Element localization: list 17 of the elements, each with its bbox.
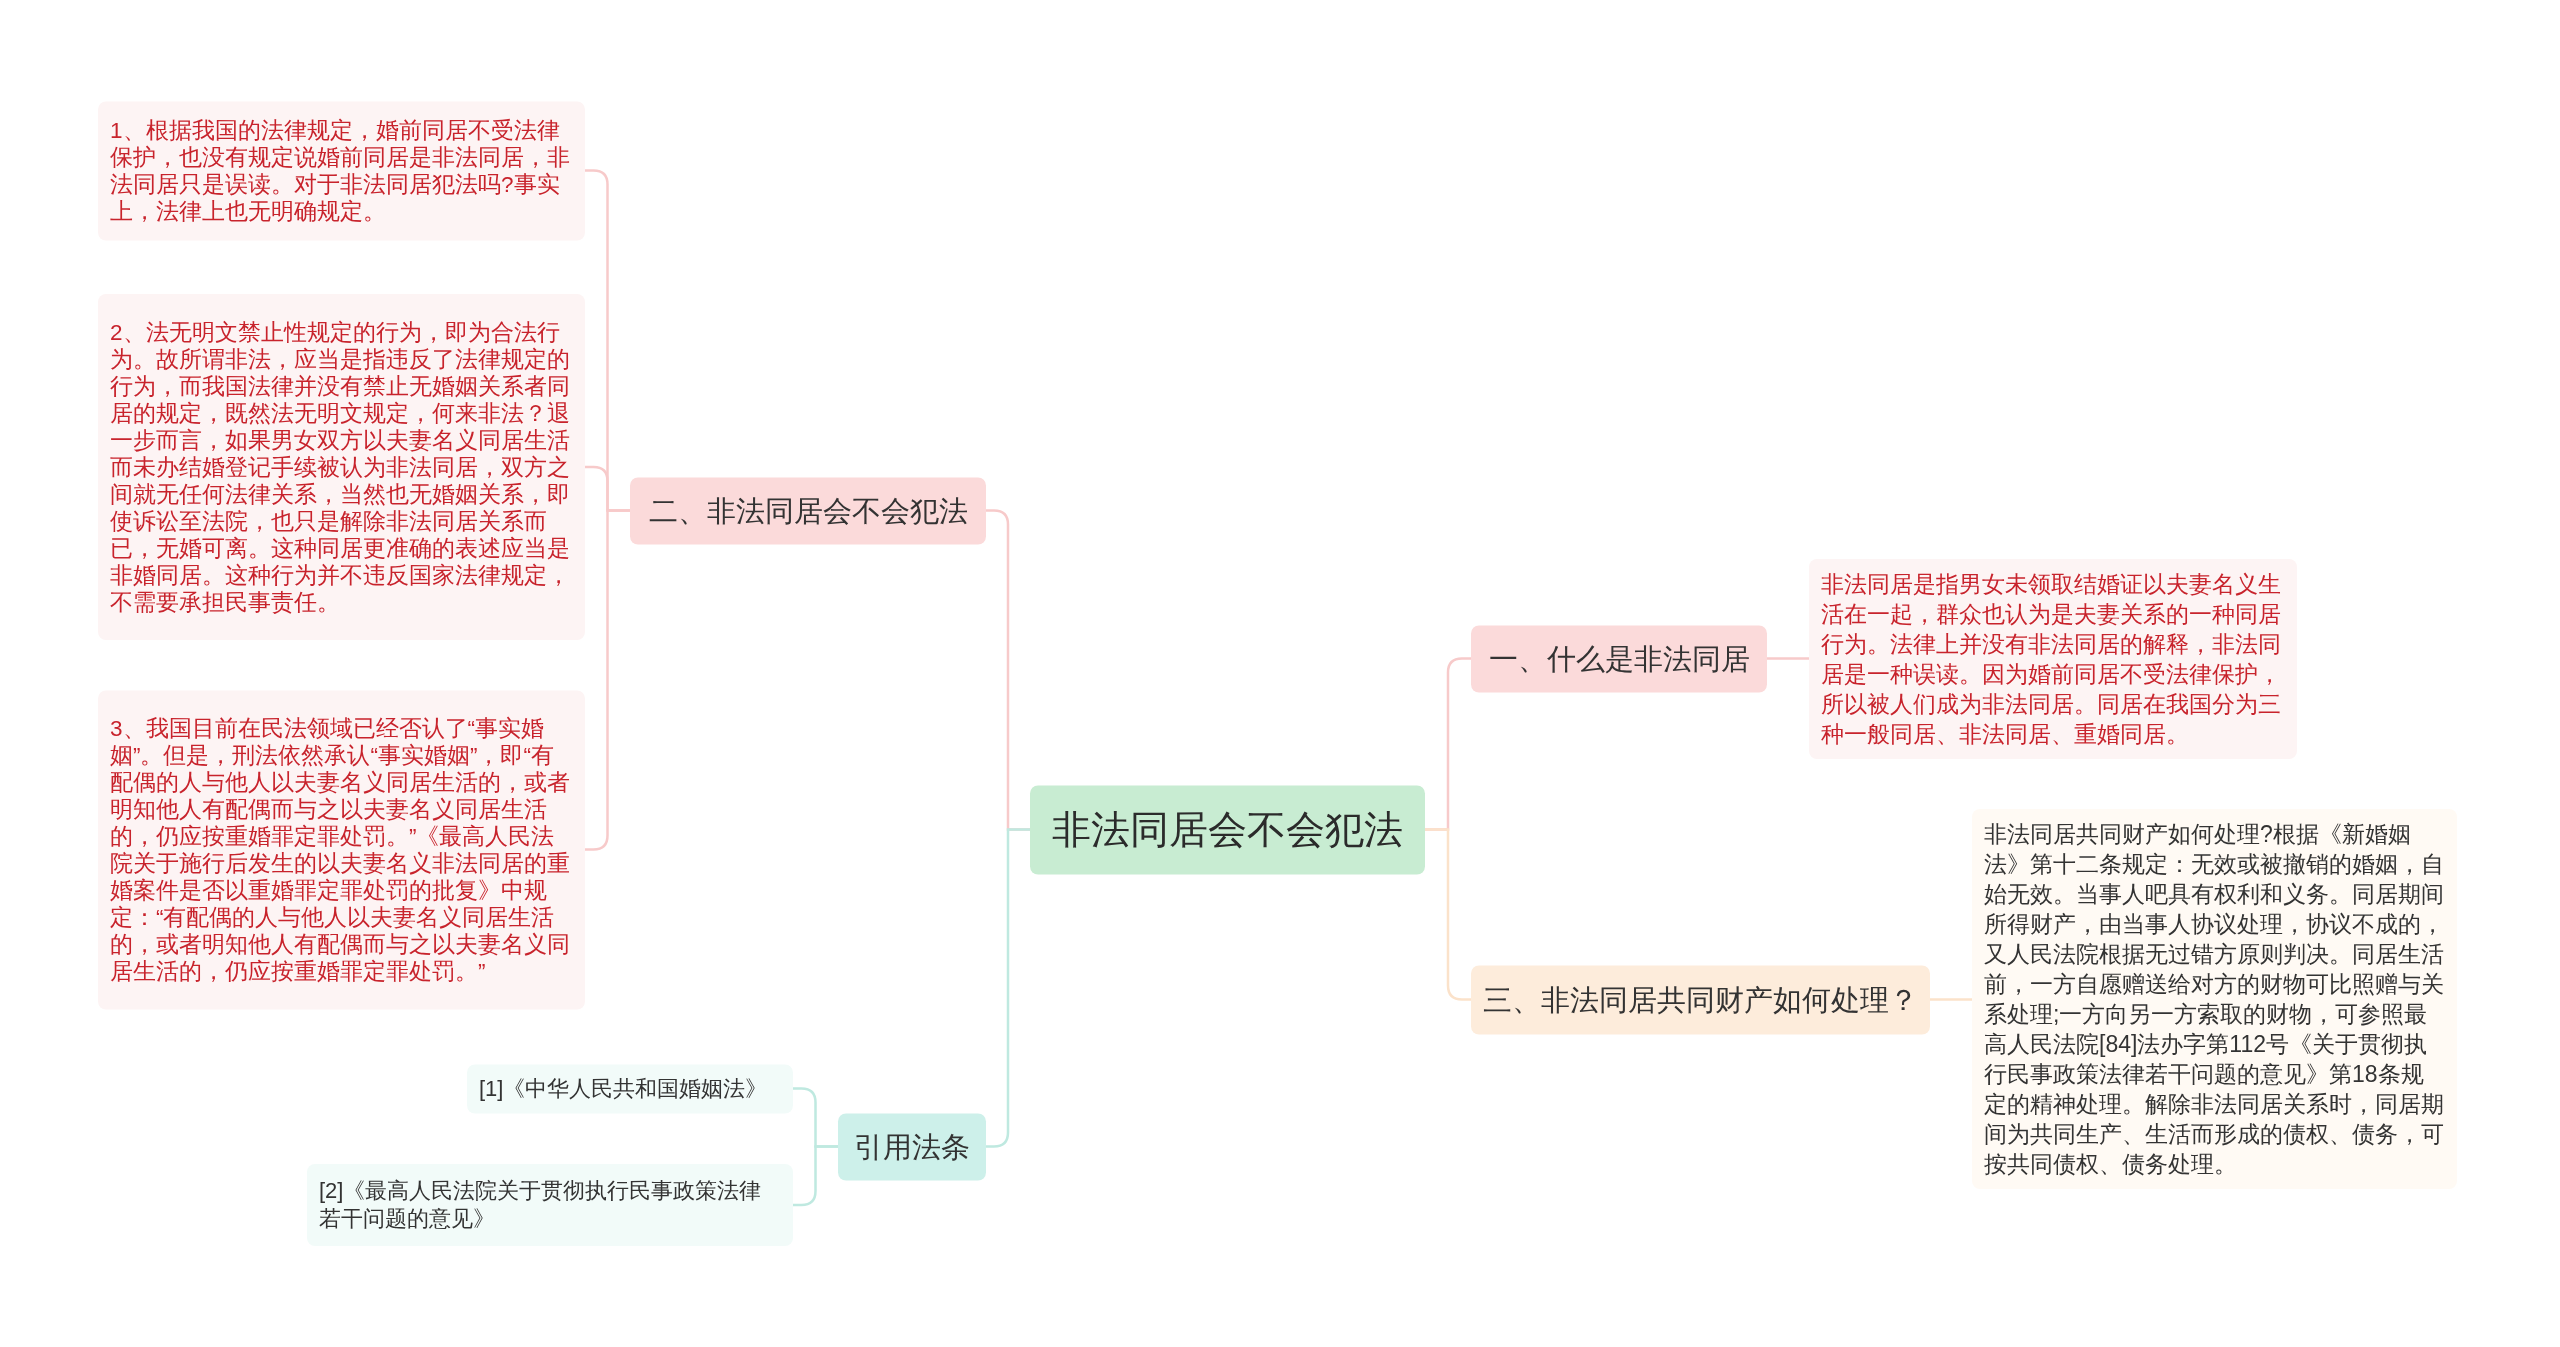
reference-box: [2]《最高人民法院关于贯彻执行民事政策法律若干问题的意见》: [307, 1164, 793, 1246]
connector-line: [1425, 828, 1471, 1001]
topic-box: 非法同居会不会犯法: [1030, 785, 1425, 874]
note-box: 非法同居共同财产如何处理?根据《新婚姻法》第十二条规定：无效或被撤销的婚姻，自始无效。当事人吧具有权利和义务。同居期间所得财产，由当事人协议处理，协议不成的，又人民法院根据无过错方原则判决。同居生活前，一方自愿赠送给对方的财物可比照赠与关系处理;一方向另一方索取的财物，可参照最高人民法院[84]法办字第112号《关于贯彻执行民事政策法律若干问题的意见》第18条规定的精神处理。解除非法同居关系时，同居期间为共同生产、生活而形成的债权、债务，可按共同债权、债务处理。: [1972, 809, 2457, 1189]
reference-box: [1]《中华人民共和国婚姻法》: [467, 1064, 793, 1113]
connector-line: [1767, 657, 1809, 660]
branch-box: 二、非法同居会不会犯法: [630, 477, 986, 544]
connector-line: [793, 1145, 838, 1207]
note-box: 非法同居是指男女未领取结婚证以夫妻名义生活在一起，群众也认为是夫妻关系的一种同居行为。法律上并没有非法同居的解释，非法同居是一种误读。因为婚前同居不受法律保护，所以被人们成为非法同居。同居在我国分为三种一般同居、非法同居、重婚同居。: [1809, 559, 2297, 759]
branch-box: 三、非法同居共同财产如何处理？: [1471, 965, 1930, 1034]
connector-line: [986, 828, 1030, 1148]
note-box: 2、法无明文禁止性规定的行为，即为合法行为。故所谓非法，应当是指违反了法律规定的行为，而我国法律并没有禁止无婚姻关系者同居的规定，既然法无明文规定，何来非法？退一步而言，如果男女双方以夫妻名义同居生活而未办结婚登记手续被认为非法同居，双方之间就无任何法律关系，当然也无婚姻关系，即使诉讼至法院，也只是解除非法同居关系而已，无婚可离。这种同居更准确的表述应当是非婚同居。这种行为并不违反国家法律规定，不需要承担民事责任。: [98, 294, 585, 640]
note-box: 1、根据我国的法律规定，婚前同居不受法律保护，也没有规定说婚前同居是非法同居，非法同居只是误读。对于非法同居犯法吗?事实上，法律上也无明确规定。: [98, 101, 585, 240]
note-box: 3、我国目前在民法领域已经否认了“事实婚姻”。但是，刑法依然承认“事实婚姻”，即“有配偶的人与他人以夫妻名义同居生活的，或者明知他人有配偶而与之以夫妻名义同居生活的，仍应按重婚罪定罪处罚。”《最高人民法院关于施行后发生的以夫妻名义非法同居的重婚案件是否以重婚罪定罪处罚的批复》中规定：“有配偶的人与他人以夫妻名义同居生活的，或者明知他人有配偶而与之以夫妻名义同居生活的，仍应按重婚罪定罪处罚。”: [98, 690, 585, 1009]
connector-line: [1930, 998, 1972, 1001]
branch-box: 一、什么是非法同居: [1471, 625, 1767, 692]
branch-box: 引用法条: [838, 1113, 986, 1180]
